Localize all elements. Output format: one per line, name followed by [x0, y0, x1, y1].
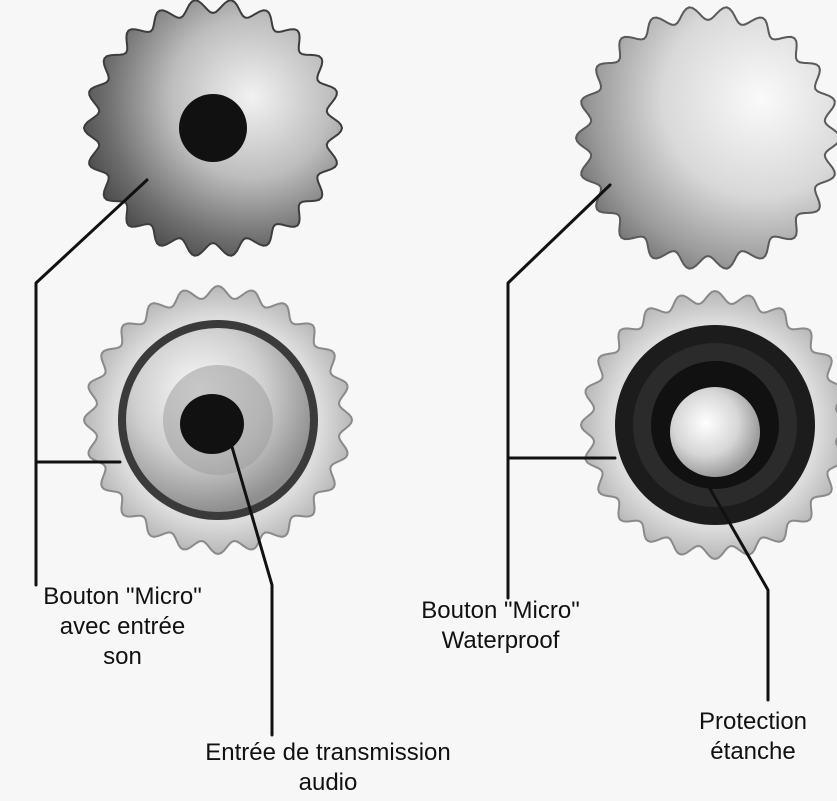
ring-left-jack-hole	[180, 394, 244, 454]
label-micro-waterproof-line-2: Waterproof	[383, 626, 618, 656]
label-transmission-audio: Entrée de transmission audio	[148, 738, 508, 798]
label-transmission-line-1: Entrée de transmission	[148, 738, 508, 768]
label-protection-line-2: étanche	[673, 737, 833, 767]
label-transmission-line-2: audio	[148, 768, 508, 798]
label-protection-etanche: Protection étanche	[673, 707, 833, 767]
cap-right-knob	[576, 7, 837, 268]
label-micro-waterproof: Bouton "Micro" Waterproof	[383, 596, 618, 656]
label-micro-son-line-2: avec entrée	[10, 612, 235, 642]
ring-right-plug	[670, 387, 760, 477]
label-micro-son-line-3: son	[10, 642, 235, 672]
label-micro-son-line-1: Bouton "Micro"	[10, 582, 235, 612]
label-protection-line-1: Protection	[673, 707, 833, 737]
label-micro-waterproof-line-1: Bouton "Micro"	[383, 596, 618, 626]
label-micro-son: Bouton "Micro" avec entrée son	[10, 582, 235, 672]
cap-left-hole	[179, 94, 247, 162]
